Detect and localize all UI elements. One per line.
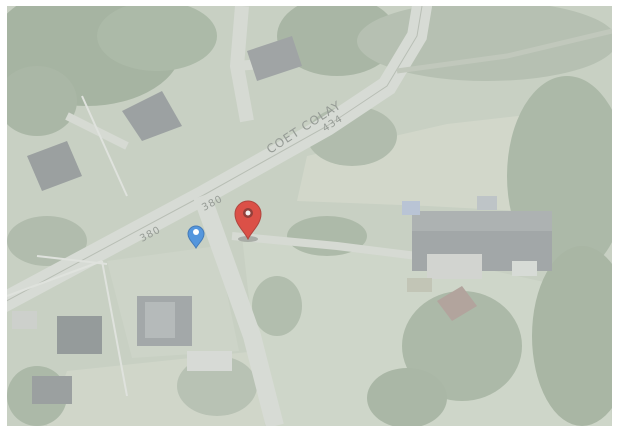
map-wash-overlay (7, 6, 612, 426)
road-network (7, 6, 612, 426)
map-pin-red-icon[interactable] (234, 200, 262, 241)
map-canvas[interactable]: COET COLAY 434 380 380 (7, 6, 612, 426)
buildings (12, 36, 552, 404)
satellite-map[interactable]: COET COLAY 434 380 380 (7, 6, 612, 426)
property-lines (7, 95, 128, 397)
map-pin-blue-icon[interactable] (187, 225, 205, 249)
